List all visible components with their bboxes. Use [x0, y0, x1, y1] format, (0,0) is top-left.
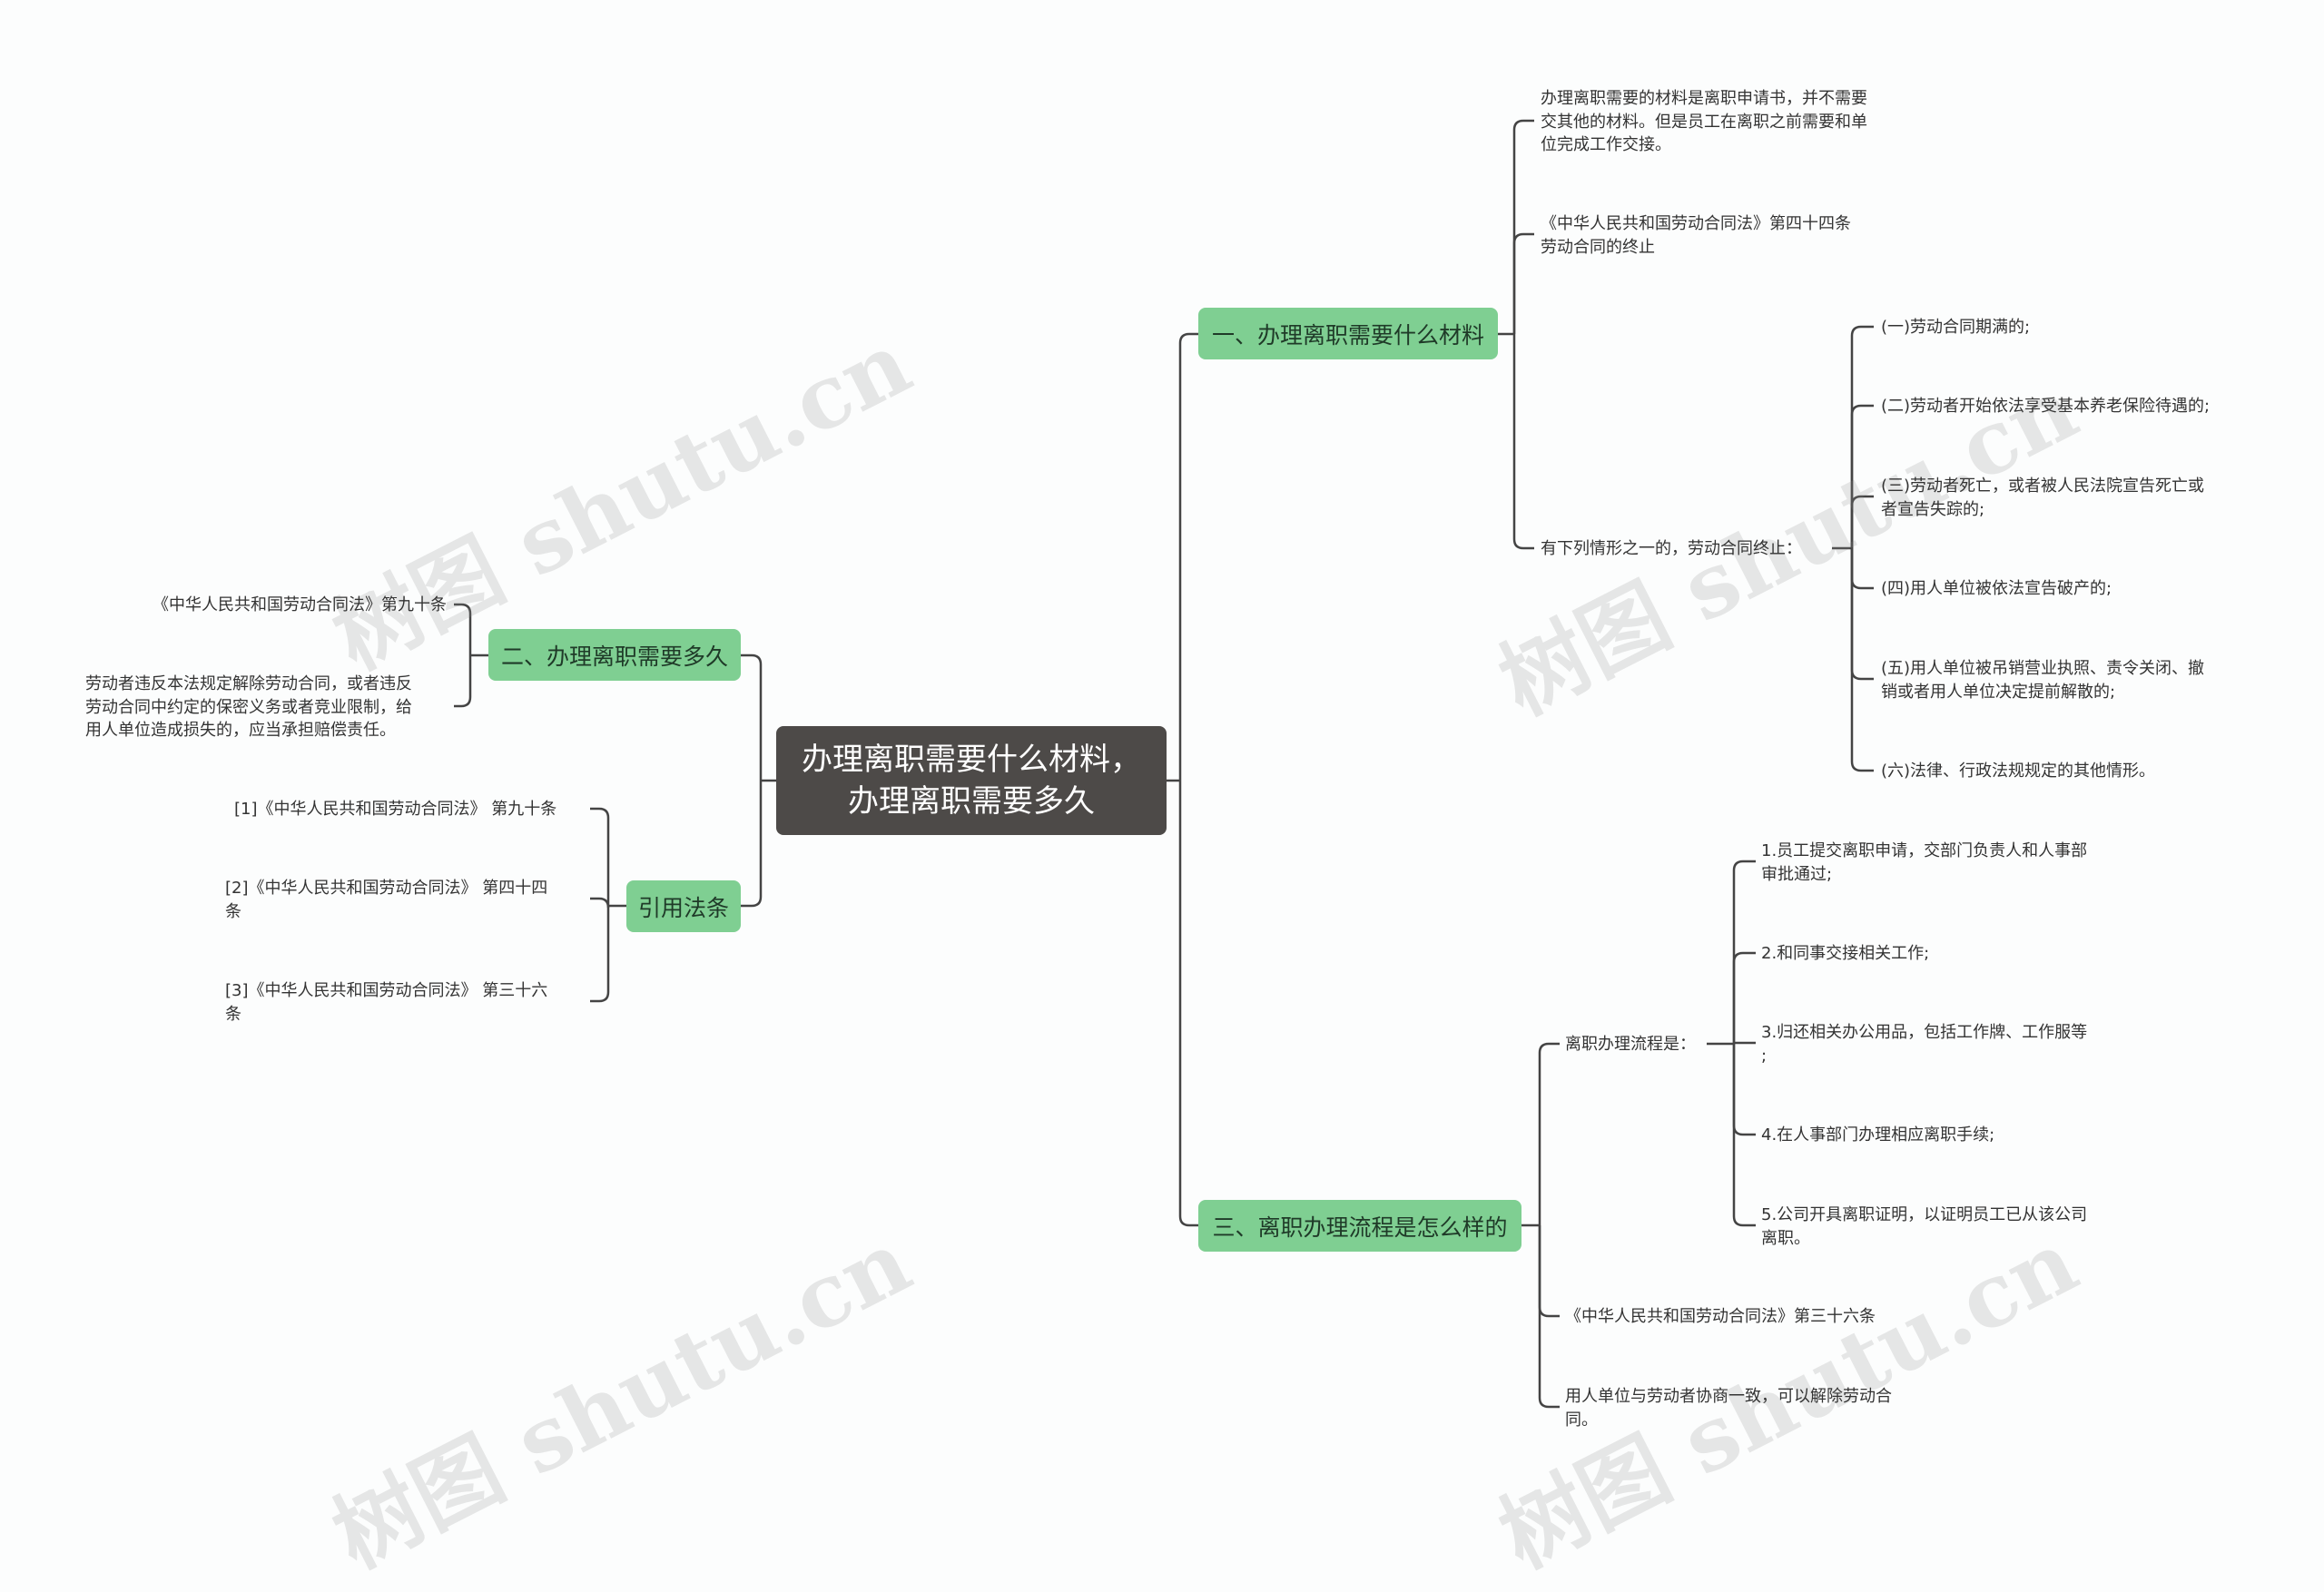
root-left-branch	[741, 654, 763, 781]
topic-duration[interactable]: 二、办理离职需要多久	[488, 629, 741, 681]
leaf-step-2[interactable]: 2.和同事交接相关工作;	[1761, 944, 1930, 963]
root-node[interactable]: 办理离职需要什么材料， 办理离职需要多久	[776, 726, 1167, 835]
t3-steps-branch	[1732, 1044, 1756, 1136]
leaf-step-3[interactable]: 3.归还相关办公用品，包括工作牌、工作服等 ;	[1761, 1023, 2088, 1066]
leaf-law-article-36[interactable]: 《中华人民共和国劳动合同法》第三十六条	[1565, 1307, 1876, 1326]
t1-conds-branch	[1850, 548, 1874, 590]
leaf-step-4[interactable]: 4.在人事部门办理相应离职手续;	[1761, 1125, 1995, 1145]
t2-branch	[454, 655, 472, 708]
t3-branch	[1538, 1042, 1560, 1225]
topic-cited-laws[interactable]: 引用法条	[626, 880, 741, 932]
leaf-condition-2[interactable]: (二)劳动者开始依法享受基本养老保险待遇的;	[1881, 397, 2211, 416]
leaf-step-1[interactable]: 1.员工提交离职申请，交部门负责人和人事部 审批通过;	[1761, 841, 2088, 884]
root-left-branch	[741, 781, 763, 908]
leaf-process-steps[interactable]: 离职办理流程是：	[1565, 1035, 1696, 1054]
t1-conds-branch	[1850, 325, 1874, 548]
t1-conds-branch	[1850, 404, 1874, 548]
topic-label: 一、办理离职需要什么材料	[1211, 321, 1484, 349]
leaf-law-article-44[interactable]: 《中华人民共和国劳动合同法》第四十四条 劳动合同的终止	[1541, 214, 1851, 257]
t3-steps-branch	[1732, 1044, 1756, 1227]
leaf-law-article-90[interactable]: 《中华人民共和国劳动合同法》第九十条	[153, 595, 447, 614]
root-label: 办理离职需要什么材料， 办理离职需要多久	[802, 742, 1141, 820]
leaf-mutual-agreement[interactable]: 用人单位与劳动者协商一致，可以解除劳动合 同。	[1565, 1387, 1892, 1430]
t1-conds-branch	[1850, 495, 1874, 548]
leaf-compensation-text[interactable]: 劳动者违反本法规定解除劳动合同，或者违反 劳动合同中约定的保密义务或者竞业限制，…	[85, 674, 412, 740]
t3-steps-branch	[1732, 860, 1756, 1044]
leaf-materials-text[interactable]: 办理离职需要的材料是离职申请书，并不需要 交其他的材料。但是员工在离职之前需要和…	[1541, 89, 1867, 154]
leaf-cited-law-1[interactable]: [1]《中华人民共和国劳动合同法》 第九十条	[234, 800, 557, 819]
root-right-branch	[1178, 781, 1198, 1227]
t3-branch	[1538, 1225, 1560, 1318]
topic-label: 引用法条	[637, 894, 729, 921]
t4-branch	[590, 807, 610, 906]
connector-lines	[454, 119, 1874, 1409]
leaf-step-5[interactable]: 5.公司开具离职证明，以证明员工已从该公司 离职。	[1761, 1205, 2088, 1248]
leaf-cited-law-3[interactable]: [3]《中华人民共和国劳动合同法》 第三十六 条	[225, 981, 548, 1024]
t1-conds-branch	[1850, 548, 1874, 772]
leaf-condition-1[interactable]: (一)劳动合同期满的;	[1881, 318, 2031, 337]
leaf-cited-law-2[interactable]: [2]《中华人民共和国劳动合同法》 第四十四 条	[225, 879, 548, 921]
topic-label: 三、离职办理流程是怎么样的	[1212, 1214, 1508, 1241]
t1-conds-branch	[1850, 548, 1874, 681]
leaf-condition-3[interactable]: (三)劳动者死亡，或者被人民法院宣告死亡或 者宣告失踪的;	[1881, 477, 2205, 519]
leaf-condition-5[interactable]: (五)用人单位被吊销营业执照、责令关闭、撤 销或者用人单位决定提前解散的;	[1881, 659, 2205, 702]
leaf-condition-6[interactable]: (六)法律、行政法规规定的其他情形。	[1881, 762, 2156, 781]
topic-process[interactable]: 三、离职办理流程是怎么样的	[1198, 1200, 1521, 1252]
topic-materials[interactable]: 一、办理离职需要什么材料	[1198, 308, 1498, 359]
t3-steps-branch	[1732, 951, 1756, 1044]
topic-label: 二、办理离职需要多久	[500, 643, 728, 670]
root-right-branch	[1178, 332, 1198, 781]
leaf-termination-conditions[interactable]: 有下列情形之一的，劳动合同终止：	[1541, 539, 1802, 558]
t1-branch	[1512, 334, 1534, 550]
t1-branch	[1512, 119, 1534, 334]
t4-branch	[590, 906, 610, 1003]
t1-branch	[1512, 232, 1534, 334]
t4-branch	[590, 897, 610, 909]
t2-branch	[454, 603, 472, 655]
leaf-condition-4[interactable]: (四)用人单位被依法宣告破产的;	[1881, 579, 2112, 598]
t3-branch	[1538, 1225, 1560, 1409]
